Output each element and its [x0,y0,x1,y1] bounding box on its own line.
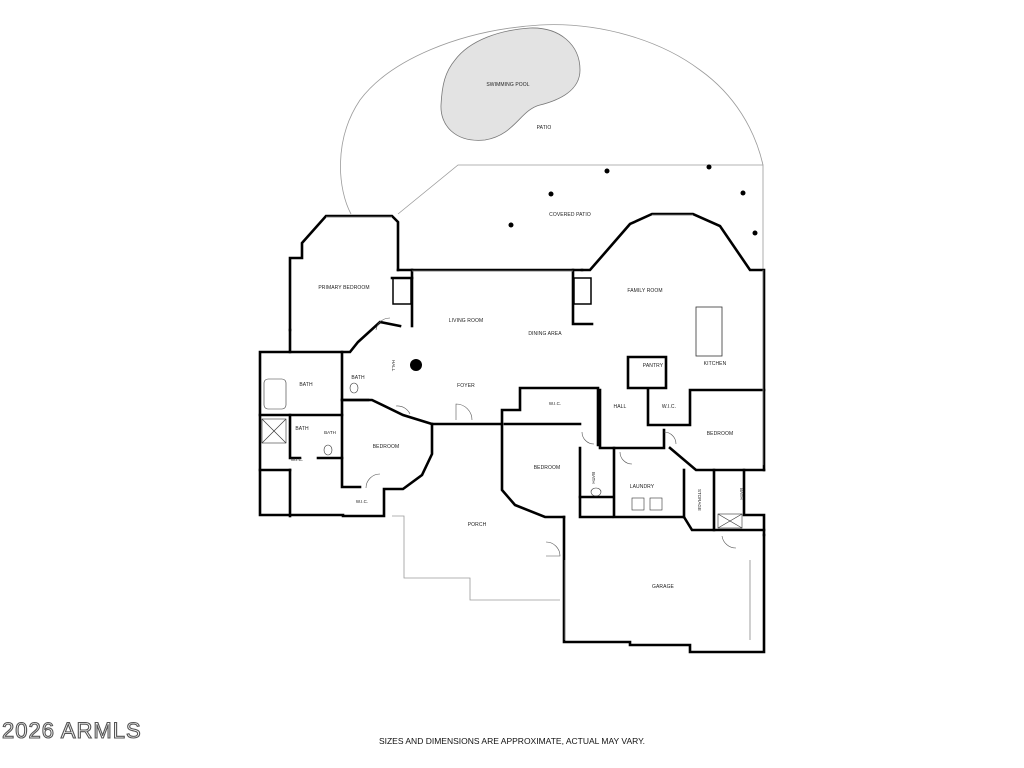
patio-post [604,168,610,174]
column [410,359,422,371]
fireplace [392,277,412,305]
label-covered-patio: COVERED PATIO [549,212,591,218]
label-swimming-pool: SWIMMING POOL [486,82,529,88]
outdoor-area [340,24,764,270]
label-garage: GARAGE [652,584,675,590]
label-bath-lower: BATH [295,426,309,432]
label-wic-lower: W.I.C. [291,457,303,462]
label-kitchen: KITCHEN [704,361,727,367]
label-storage: STORAGE [697,489,702,511]
label-bath-small: BATH [351,375,365,381]
label-wic-west: W.I.C. [356,499,368,504]
patio-post [508,222,514,228]
dryer [649,497,663,511]
disclaimer: SIZES AND DIMENSIONS ARE APPROXIMATE, AC… [378,736,646,746]
label-foyer: FOYER [457,383,475,389]
kitchen-island [695,306,723,357]
patio-outline [340,24,764,215]
label-living-room: LIVING ROOM [449,318,483,324]
label-patio: PATIO [537,125,552,131]
toilet [323,444,333,456]
label-hall-center: HALL [614,404,627,410]
label-bedroom-east: BEDROOM [707,431,734,437]
watermark: 2026 ARMLS [1,717,142,743]
label-dining-area: DINING AREA [528,331,562,337]
windows [326,214,764,640]
covered-patio-outline [397,164,764,270]
fireplace [573,277,592,305]
label-pantry: PANTRY [643,363,664,369]
label-bath-primary: BATH [299,382,313,388]
label-bedroom-west: BEDROOM [373,444,400,450]
patio-post [752,230,758,236]
shower [717,513,743,529]
washer [631,497,645,511]
label-laundry: LAUNDRY [630,484,655,490]
swimming-pool [440,27,581,141]
toilet [349,382,359,394]
label-bath-east: BATH [739,488,744,500]
label-bath-wc: BATH [324,430,336,435]
label-wic-center: W.I.C. [549,401,561,406]
shower [261,418,287,444]
bathtub [263,378,287,410]
doors [365,317,737,557]
patio-post [740,190,746,196]
exterior-walls [258,212,766,654]
patio-post [706,164,712,170]
room-labels: SWIMMING POOL PATIO COVERED PATIO PRIMAR… [291,82,744,590]
label-family-room: FAMILY ROOM [627,288,662,294]
label-bath-laundry: BATH [591,472,596,484]
label-bedroom-center: BEDROOM [534,465,561,471]
label-porch: PORCH [468,522,487,528]
label-hall-west: HALL [391,360,396,372]
label-wic-east: W.I.C. [662,404,676,410]
patio-post [548,191,554,197]
label-primary-bedroom: PRIMARY BEDROOM [318,285,369,291]
fixtures [261,378,743,529]
porch-outline [392,515,560,601]
toilet [590,487,602,497]
interior-walls [258,268,766,532]
